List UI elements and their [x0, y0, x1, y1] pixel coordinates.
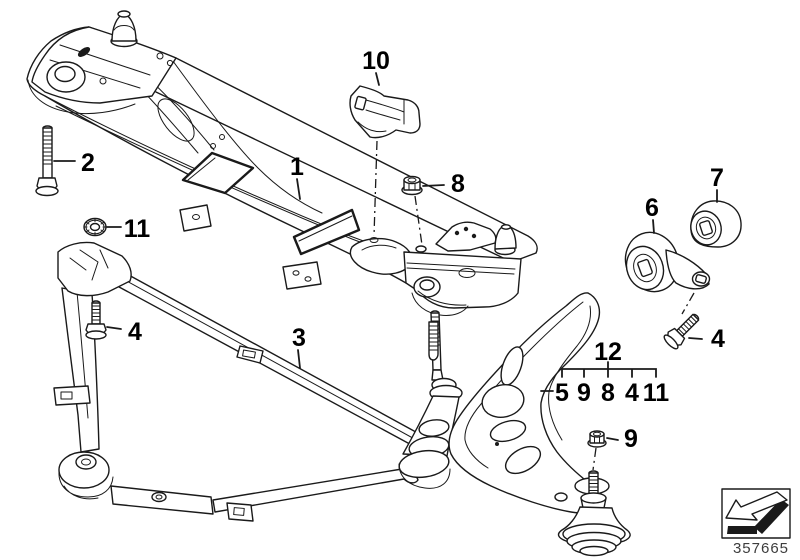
front-axle-carrier — [26, 10, 538, 316]
self-locking-nut-upper — [401, 175, 423, 246]
inner-ball-joint — [398, 310, 463, 489]
assembly-group-bracket: 12 5 9 8 4 11 — [555, 338, 669, 407]
callout-3: 3 — [292, 324, 306, 352]
cylindrical-bushing — [690, 200, 742, 248]
small-bolt-right — [663, 313, 700, 350]
reinforcement-plate-right — [292, 208, 361, 256]
callout-6: 6 — [645, 194, 659, 222]
callout-9: 9 — [624, 425, 638, 453]
small-bolt-left — [85, 300, 107, 340]
callout-4-left: 4 — [128, 318, 142, 346]
direction-arrow-icon — [725, 491, 789, 534]
self-locking-nut-lower — [587, 430, 607, 471]
callout-8: 8 — [451, 170, 465, 198]
callout-7: 7 — [710, 164, 724, 192]
callout-11: 11 — [124, 215, 151, 243]
bushing-with-bracket — [624, 231, 711, 315]
wishbone-control-arm — [398, 292, 631, 557]
group-member-9: 9 — [577, 379, 591, 407]
group-member-4: 4 — [625, 379, 639, 407]
leader-lines — [53, 72, 718, 441]
front-ball-joint — [557, 470, 631, 557]
direction-arrow-box — [721, 488, 791, 539]
diagram-code: 357665 — [733, 540, 789, 557]
washer — [83, 217, 107, 237]
group-member-5: 5 — [555, 379, 569, 407]
reinforcement-plate-left — [181, 151, 255, 195]
long-bolt — [35, 125, 59, 197]
group-member-8: 8 — [601, 379, 615, 407]
bump-stop-dome — [110, 10, 138, 48]
callout-2: 2 — [81, 149, 95, 177]
cross-brace — [53, 241, 426, 522]
callout-labels: 1 2 3 4 4 6 7 8 9 10 11 — [81, 47, 725, 453]
ball-pin-stud — [428, 321, 439, 361]
assembly-group-label: 12 — [594, 338, 622, 366]
group-member-11: 11 — [643, 379, 670, 407]
callout-1: 1 — [290, 153, 304, 181]
mount-bracket — [349, 85, 421, 237]
callout-10: 10 — [362, 47, 390, 75]
callout-4-right: 4 — [711, 325, 725, 353]
right-mount-block — [403, 221, 522, 316]
